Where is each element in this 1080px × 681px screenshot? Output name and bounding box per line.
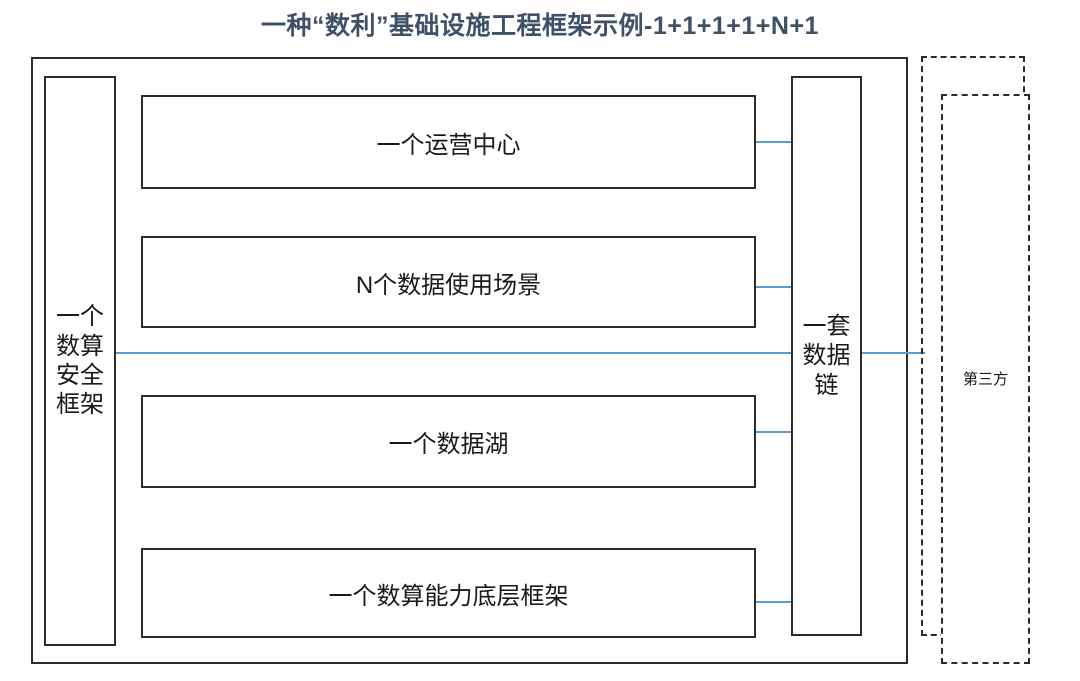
connector-box4-to-datachain	[756, 601, 792, 603]
right-pillar-data-chain[interactable]: 一套 数据 链	[791, 76, 862, 636]
layer-box-label: 一个数据湖	[388, 431, 509, 458]
right-pillar-label: 一套 数据 链	[802, 313, 851, 399]
layer-box-data-lake[interactable]: 一个数据湖	[141, 395, 756, 488]
layer-box-compute-foundation[interactable]: 一个数算能力底层框架	[141, 548, 756, 638]
connector-box3-to-datachain	[756, 431, 792, 433]
left-pillar-label: 一个 数算 安全 框架	[56, 303, 104, 419]
third-party-label: 第三方	[962, 370, 1008, 388]
page-title: 一种“数利”基础设施工程框架示例-1+1+1+1+N+1	[261, 12, 819, 40]
layer-box-label: 一个数算能力底层框架	[328, 582, 569, 610]
layer-box-data-usage-scenarios[interactable]: N个数据使用场景	[141, 236, 756, 328]
left-pillar-security-framework[interactable]: 一个 数算 安全 框架	[44, 76, 116, 646]
connector-spanning-datachain	[115, 352, 925, 354]
layer-box-operation-center[interactable]: 一个运营中心	[141, 95, 756, 189]
third-party-box[interactable]: 第三方	[941, 94, 1030, 664]
layer-box-label: 一个运营中心	[376, 131, 521, 159]
outer-frame	[31, 57, 908, 664]
layer-box-label: N个数据使用场景	[355, 271, 542, 299]
connector-box2-to-datachain	[756, 286, 792, 288]
connector-box1-to-datachain	[756, 141, 792, 143]
